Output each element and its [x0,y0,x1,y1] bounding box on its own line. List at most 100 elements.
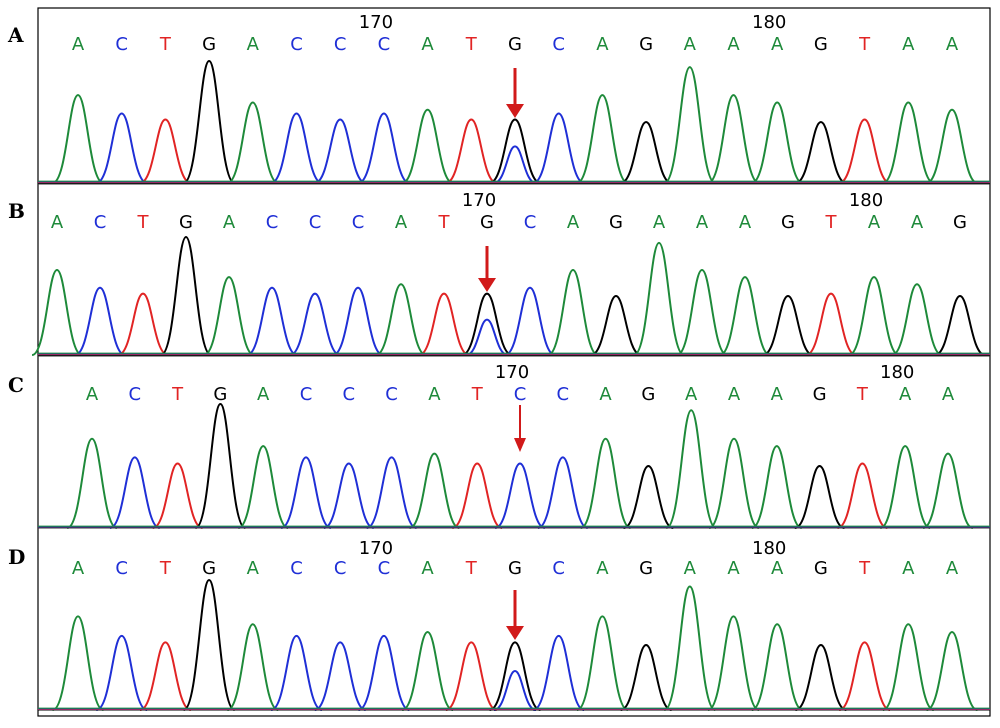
peak-guanine [160,236,212,356]
base-call-guanine: G [202,34,216,55]
panel-label: C [8,373,24,397]
base-call-thymine: T [465,558,478,579]
base-call-adenine: A [223,212,236,233]
peak-adenine [708,437,760,529]
base-call-cytosine: C [378,558,391,579]
peak-adenine [922,452,974,529]
peak-adenine [676,269,728,356]
peak-adenine [926,108,978,184]
base-call-guanine: G [639,34,653,55]
peak-cytosine [366,456,417,529]
peak-cytosine [95,634,148,711]
base-call-guanine: G [639,558,653,579]
peak-guanine [183,60,235,184]
base-call-cytosine: C [129,384,142,405]
base-call-cytosine: C [290,558,303,579]
base-call-adenine: A [946,34,959,55]
base-call-cytosine: C [309,212,322,233]
base-call-adenine: A [684,34,697,55]
base-call-adenine: A [942,384,955,405]
position-label: 180 [849,190,883,211]
base-call-thymine: T [856,384,869,405]
peak-thymine [838,641,891,711]
trace-peaks [38,60,990,184]
peak-thymine [139,118,192,184]
peak-adenine [891,283,943,356]
arrow-head [506,626,524,640]
peak-guanine [489,641,541,711]
secondary-peak-cytosine [493,670,537,711]
peak-adenine [576,615,629,711]
mutation-arrow [506,590,524,640]
peak-cytosine [537,456,589,529]
peak-adenine [409,452,460,529]
peak-guanine [195,403,246,529]
peak-cytosine [332,286,384,356]
arrow-head [478,278,496,292]
peak-guanine [794,465,845,529]
peak-guanine [762,295,814,356]
base-call-cytosine: C [557,384,570,405]
base-call-adenine: A [72,558,85,579]
base-call-guanine: G [480,212,494,233]
trace-peaks [31,236,990,356]
base-call-adenine: A [51,212,64,233]
base-call-guanine: G [609,212,623,233]
peak-adenine [237,445,289,529]
base-call-cytosine: C [115,558,128,579]
peak-cytosine [270,112,323,184]
base-call-thymine: T [137,212,150,233]
peak-thymine [838,118,891,184]
base-call-cytosine: C [524,212,537,233]
base-call-guanine: G [202,558,216,579]
peak-adenine [203,276,255,356]
trace-peaks [38,579,990,711]
peak-thymine [139,641,192,711]
base-call-guanine: G [508,34,522,55]
base-call-adenine: A [247,558,260,579]
peak-adenine [926,631,978,711]
base-call-thymine: T [858,34,871,55]
peak-adenine [879,445,931,529]
base-call-adenine: A [771,384,784,405]
peak-cytosine [270,634,323,711]
base-call-adenine: A [739,212,752,233]
base-call-adenine: A [72,34,85,55]
arrow-head [506,104,524,118]
peak-adenine [227,101,279,184]
peak-cytosine [95,112,148,184]
base-call-cytosine: C [334,558,347,579]
base-call-adenine: A [911,212,924,233]
peak-adenine [848,276,900,356]
peak-cytosine [494,462,546,529]
panel-label: B [8,199,25,223]
position-label: 180 [752,538,786,559]
base-call-guanine: G [781,212,795,233]
peak-thymine [445,118,498,184]
secondary-peak-cytosine [493,145,537,184]
mutation-arrow [514,405,526,452]
base-call-cytosine: C [343,384,356,405]
base-call-adenine: A [902,558,915,579]
base-call-cytosine: C [334,34,347,55]
base-call-adenine: A [247,34,260,55]
peak-thymine [152,462,203,529]
peak-cytosine [74,286,126,356]
peak-cytosine [314,641,366,711]
base-call-adenine: A [421,34,434,55]
base-call-adenine: A [596,558,609,579]
base-call-adenine: A [899,384,912,405]
peak-cytosine [358,634,410,711]
peak-adenine [663,585,716,711]
peak-adenine [882,623,935,711]
panel-label: A [7,23,24,47]
peak-adenine [633,241,685,356]
peak-adenine [663,66,716,184]
base-call-guanine: G [213,384,227,405]
base-call-adenine: A [727,558,740,579]
base-call-cytosine: C [290,34,303,55]
base-call-guanine: G [814,558,828,579]
peak-cytosine [246,286,298,356]
peak-adenine [52,615,104,711]
base-call-cytosine: C [352,212,365,233]
